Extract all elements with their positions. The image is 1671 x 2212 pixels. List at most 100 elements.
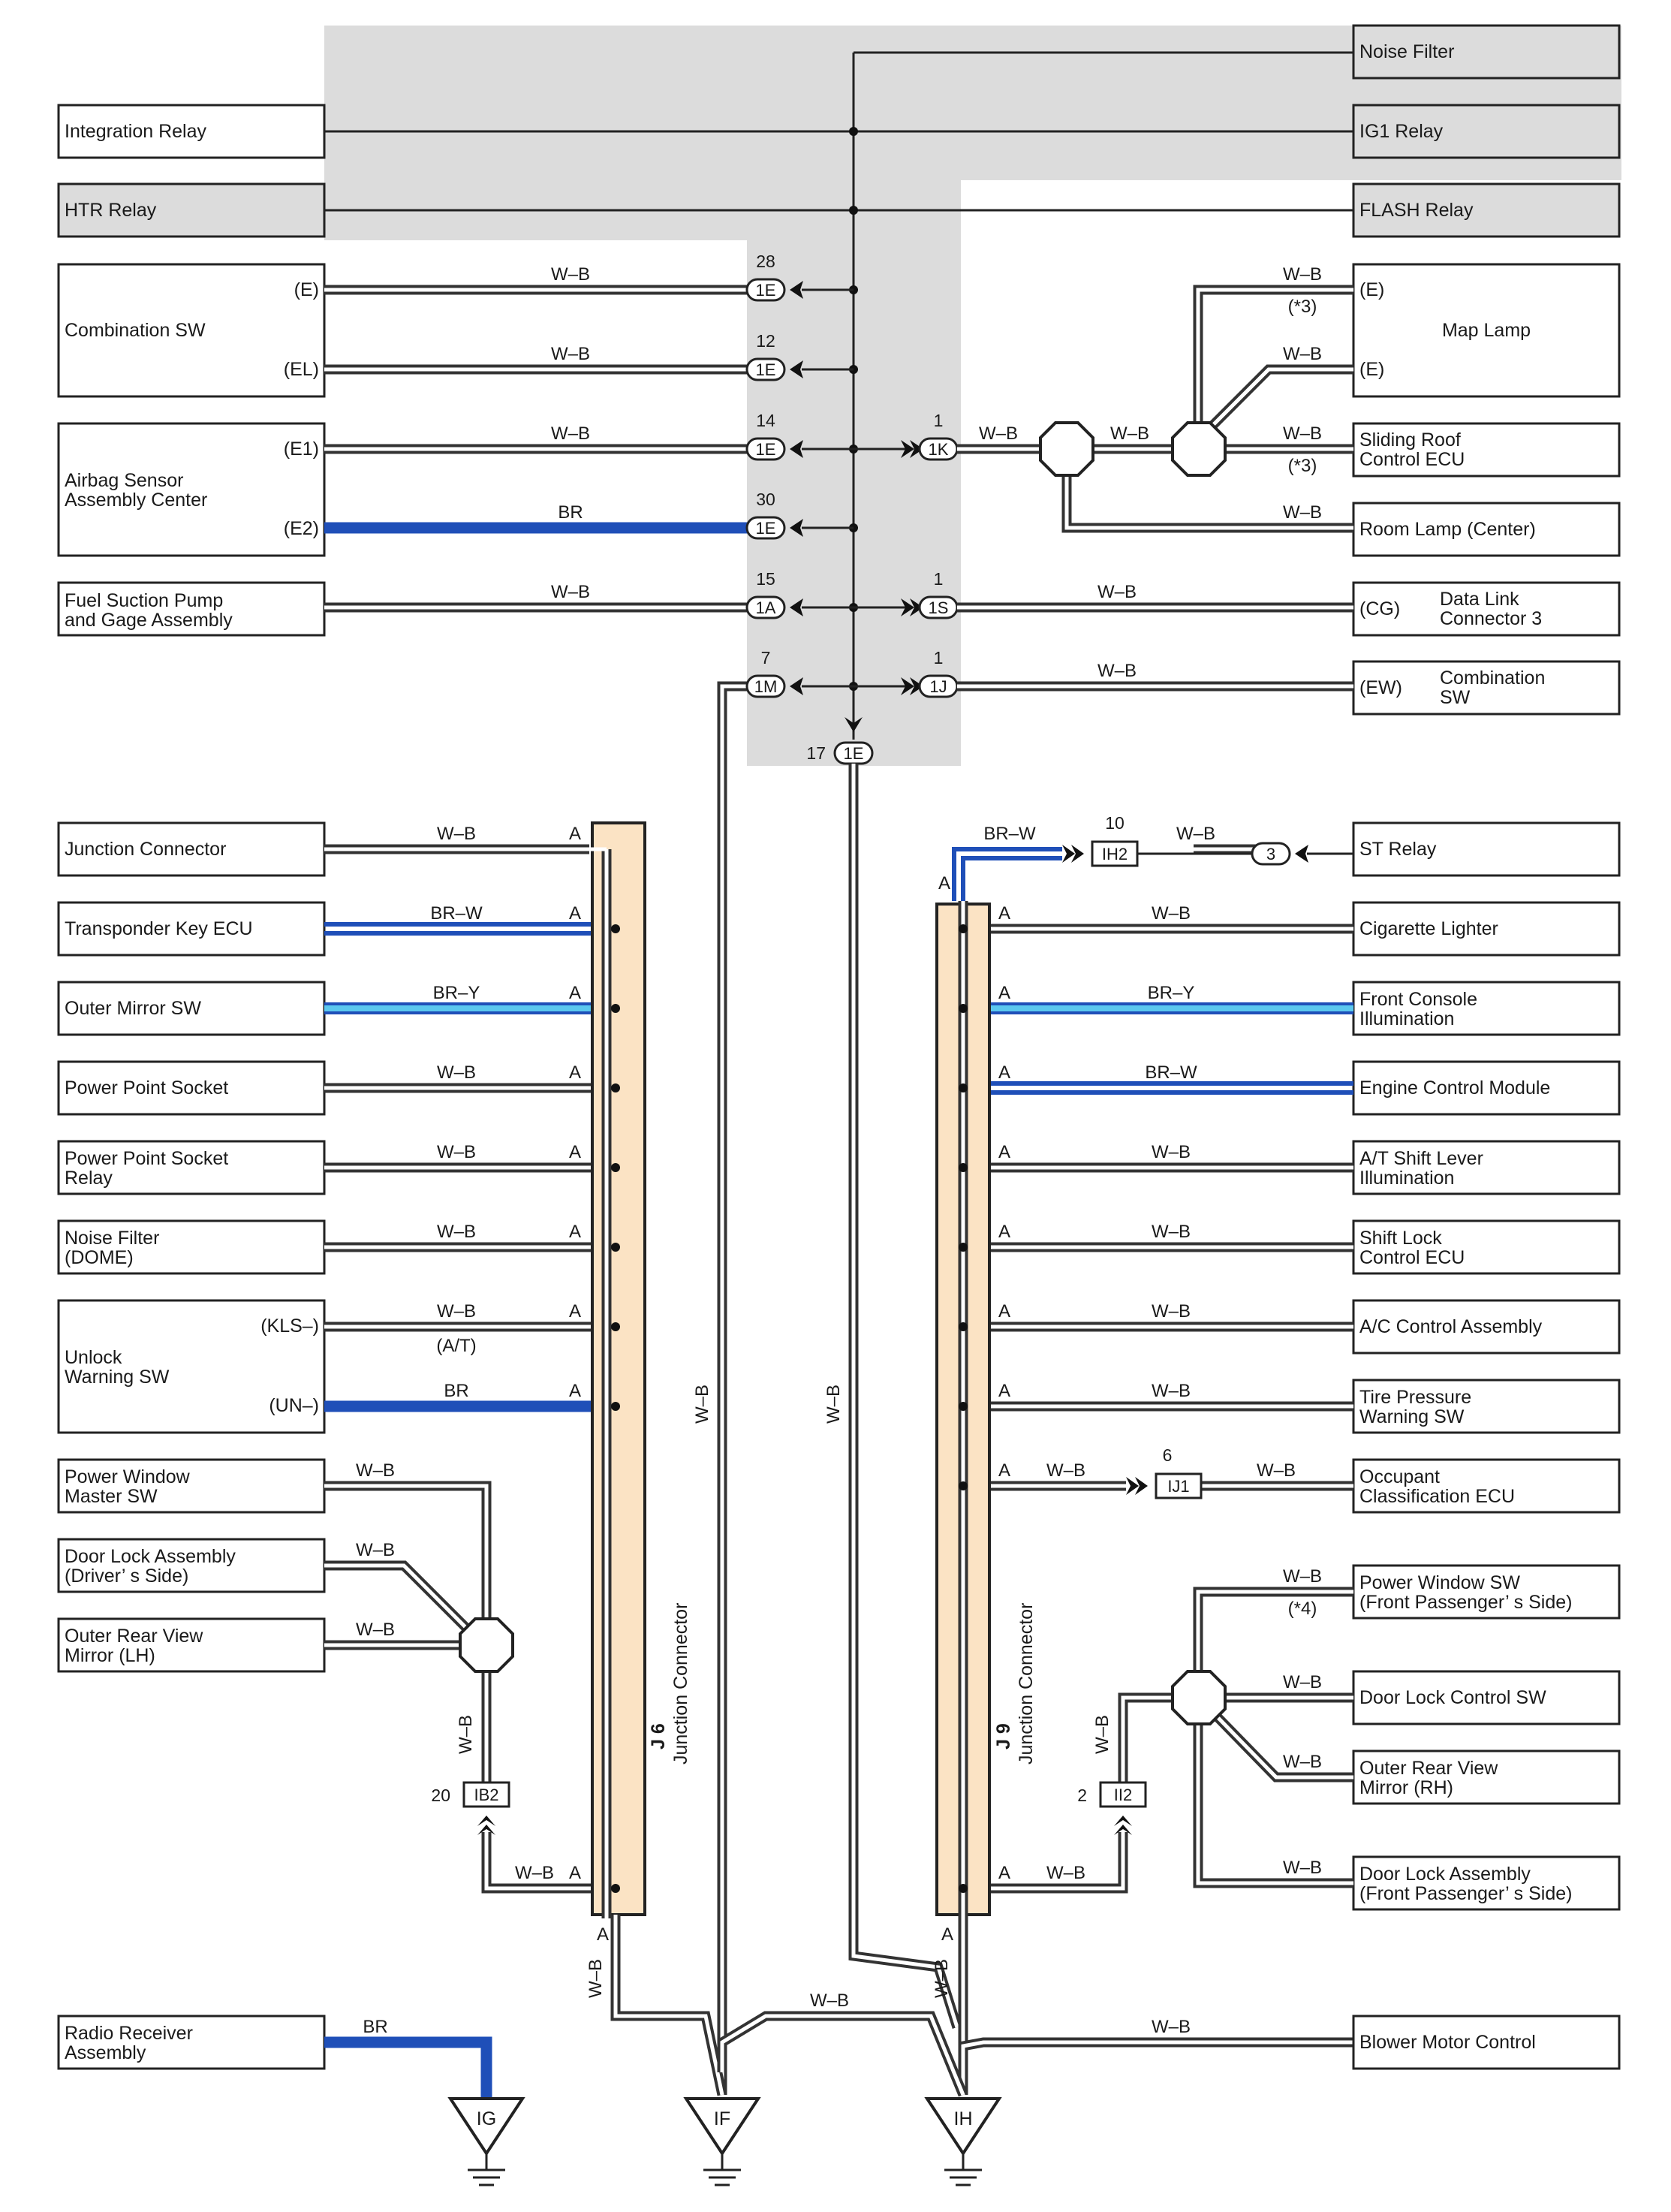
j9-device-power-window-sw-passenger[interactable]: Power Window SW (Front Passenger’ s Side… xyxy=(1352,1564,1621,1620)
ground-ih-icon: IH xyxy=(924,2097,1002,2186)
j6-junction-connector[interactable]: J 6 Junction Connector xyxy=(589,821,691,1918)
right-upper-wires xyxy=(957,285,1353,692)
svg-text:6: 6 xyxy=(1163,1445,1173,1465)
svg-text:A: A xyxy=(569,1142,581,1162)
airbag-sensor-label-2: Assembly Center xyxy=(65,490,207,511)
svg-text:Unlock: Unlock xyxy=(65,1347,122,1368)
j6-device-outer-rear-view-lh[interactable]: Outer Rear View Mirror (LH) xyxy=(57,1617,326,1673)
flash-relay-box[interactable]: FLASH Relay xyxy=(1352,182,1621,238)
svg-text:Outer Rear View: Outer Rear View xyxy=(65,1626,203,1647)
blower-motor-box[interactable]: Blower Motor Control xyxy=(1352,2015,1621,2070)
j9-device-door-lock-passenger[interactable]: Door Lock Assembly (Front Passenger’ s S… xyxy=(1352,1855,1621,1911)
svg-text:Outer Rear View: Outer Rear View xyxy=(1359,1758,1498,1779)
room-lamp-box[interactable]: Room Lamp (Center) xyxy=(1352,502,1621,557)
j6-device-transponder-key-ecu[interactable]: Transponder Key ECU xyxy=(57,901,326,957)
svg-text:Master SW: Master SW xyxy=(65,1486,158,1507)
wire-label: W–B xyxy=(979,423,1018,444)
j9-device-cigarette-lighter[interactable]: Cigarette Lighter xyxy=(1352,901,1621,957)
left-upper-wires xyxy=(324,285,753,2095)
splice-octagon xyxy=(1039,421,1094,477)
j6-device-door-lock-driver[interactable]: Door Lock Assembly (Driver’ s Side) xyxy=(57,1538,326,1593)
combination-sw-label: Combination SW xyxy=(65,320,206,341)
j6-device-power-window-master-sw[interactable]: Power Window Master SW xyxy=(57,1458,326,1514)
connector-1M-7: 1M 7 xyxy=(745,648,803,698)
svg-text:W–B: W–B xyxy=(1046,1863,1085,1883)
j6-device-outer-mirror-sw[interactable]: Outer Mirror SW xyxy=(57,981,326,1036)
svg-text:(KLS–): (KLS–) xyxy=(260,1315,319,1337)
pin-el-label: (EL) xyxy=(284,359,319,380)
svg-text:Junction Connector: Junction Connector xyxy=(65,839,226,860)
pin-cg-label: (CG) xyxy=(1359,598,1400,619)
svg-text:W–B: W–B xyxy=(1152,1142,1191,1162)
j9-device-at-shift-lever[interactable]: A/T Shift Lever Illumination xyxy=(1352,1140,1621,1195)
j9-device-shift-lock-ecu[interactable]: Shift Lock Control ECU xyxy=(1352,1219,1621,1275)
svg-text:Assembly: Assembly xyxy=(65,2042,146,2063)
splice-octagon xyxy=(1171,421,1227,477)
j6-device-unlock-warning-sw[interactable]: Unlock Warning SW (KLS–) (UN–) xyxy=(57,1299,326,1434)
htr-relay-box[interactable]: HTR Relay xyxy=(57,182,326,238)
connector-ii2: II2 2 xyxy=(1077,1781,1147,1835)
j6-device-noise-filter-dome[interactable]: Noise Filter (DOME) xyxy=(57,1219,326,1275)
j9-device-ac-control[interactable]: A/C Control Assembly xyxy=(1352,1299,1621,1355)
j9-junction-connector[interactable]: J 9 Junction Connector xyxy=(935,901,1037,1918)
ig1-relay-box[interactable]: IG1 Relay xyxy=(1352,104,1621,159)
sliding-roof-box[interactable]: Sliding Roof Control ECU xyxy=(1352,422,1621,478)
j6-name-label: Junction Connector xyxy=(670,1603,691,1764)
right-upper-wire-labels: W–B W–B W–B (*3) W–B W–B (*3) W–B W–B W–… xyxy=(979,264,1322,681)
svg-text:(Driver’ s Side): (Driver’ s Side) xyxy=(65,1566,188,1587)
wire-1E-17-to-ih xyxy=(848,764,962,2029)
integration-relay-box[interactable]: Integration Relay xyxy=(57,104,326,159)
connector-ij1: IJ1 6 xyxy=(1126,1445,1203,1499)
svg-text:A: A xyxy=(569,1381,581,1401)
airbag-sensor-box[interactable]: Airbag Sensor Assembly Center (E1) (E2) xyxy=(57,422,326,557)
combination-sw2-box[interactable]: (EW) Combination SW xyxy=(1352,660,1621,716)
connector-1A-15: 1A 15 xyxy=(745,569,803,619)
svg-text:Relay: Relay xyxy=(65,1168,113,1189)
j9-device-outer-rear-view-rh[interactable]: Outer Rear View Mirror (RH) xyxy=(1352,1749,1621,1805)
connector-1S: 1S 1 xyxy=(854,569,959,619)
svg-text:1A: 1A xyxy=(756,598,776,617)
fuel-pump-label-1: Fuel Suction Pump xyxy=(65,590,223,611)
svg-text:W–B: W–B xyxy=(1152,1222,1191,1242)
svg-text:W–B: W–B xyxy=(1176,824,1215,844)
svg-text:10: 10 xyxy=(1105,813,1125,833)
j9-device-st-relay[interactable]: ST Relay xyxy=(1352,821,1621,877)
radio-receiver-box[interactable]: Radio Receiver Assembly xyxy=(57,2015,326,2070)
j9-device-occupant-ecu[interactable]: Occupant Classification ECU xyxy=(1352,1458,1621,1514)
svg-text:Cigarette Lighter: Cigarette Lighter xyxy=(1359,918,1498,939)
j6-device-power-point-socket-relay[interactable]: Power Point Socket Relay xyxy=(57,1140,326,1195)
j9-device-tire-pressure[interactable]: Tire Pressure Warning SW xyxy=(1352,1379,1621,1434)
j6-device-power-point-socket[interactable]: Power Point Socket xyxy=(57,1060,326,1116)
svg-text:A: A xyxy=(569,1863,581,1883)
svg-text:Front Console: Front Console xyxy=(1359,989,1477,1010)
j6-device-junction-connector[interactable]: Junction Connector xyxy=(57,821,326,877)
svg-text:A: A xyxy=(941,1924,953,1945)
j9-device-engine-control-module[interactable]: Engine Control Module xyxy=(1352,1060,1621,1116)
svg-text:1E: 1E xyxy=(756,360,776,379)
data-link-box[interactable]: (CG) Data Link Connector 3 xyxy=(1352,581,1621,637)
connector-ih2: IH2 10 W–B 3 xyxy=(1062,813,1353,867)
svg-text:Control ECU: Control ECU xyxy=(1359,1247,1465,1268)
svg-text:1E: 1E xyxy=(756,519,776,538)
map-lamp-box[interactable]: Map Lamp (E) (E) xyxy=(1352,263,1621,398)
noise-filter-box[interactable]: Noise Filter xyxy=(1352,24,1621,80)
j9-device-front-console-illum[interactable]: Front Console Illumination xyxy=(1352,981,1621,1036)
svg-text:17: 17 xyxy=(806,743,826,763)
svg-text:1: 1 xyxy=(934,411,944,430)
wire-label: W–B xyxy=(1152,2017,1191,2037)
map-lamp-label: Map Lamp xyxy=(1442,320,1531,341)
svg-text:W–B: W–B xyxy=(437,1142,476,1162)
combination-sw-box[interactable]: Combination SW (E) (EL) xyxy=(57,263,326,398)
svg-text:Warning SW: Warning SW xyxy=(1359,1406,1465,1427)
note-label: (*3) xyxy=(1288,297,1317,317)
svg-text:W–B: W–B xyxy=(1283,1672,1322,1692)
svg-text:Warning SW: Warning SW xyxy=(65,1367,170,1388)
connector-1E-12: 1E 12 xyxy=(745,331,803,381)
j9-device-door-lock-control-sw[interactable]: Door Lock Control SW xyxy=(1352,1670,1621,1725)
svg-text:(Front Passenger’ s Side): (Front Passenger’ s Side) xyxy=(1359,1592,1572,1613)
svg-text:Power Window SW: Power Window SW xyxy=(1359,1572,1520,1593)
connector-1E-30: 1E 30 xyxy=(745,490,803,540)
integration-relay-label: Integration Relay xyxy=(65,121,207,142)
svg-text:Shift Lock: Shift Lock xyxy=(1359,1228,1442,1249)
fuel-pump-box[interactable]: Fuel Suction Pump and Gage Assembly xyxy=(57,581,326,637)
